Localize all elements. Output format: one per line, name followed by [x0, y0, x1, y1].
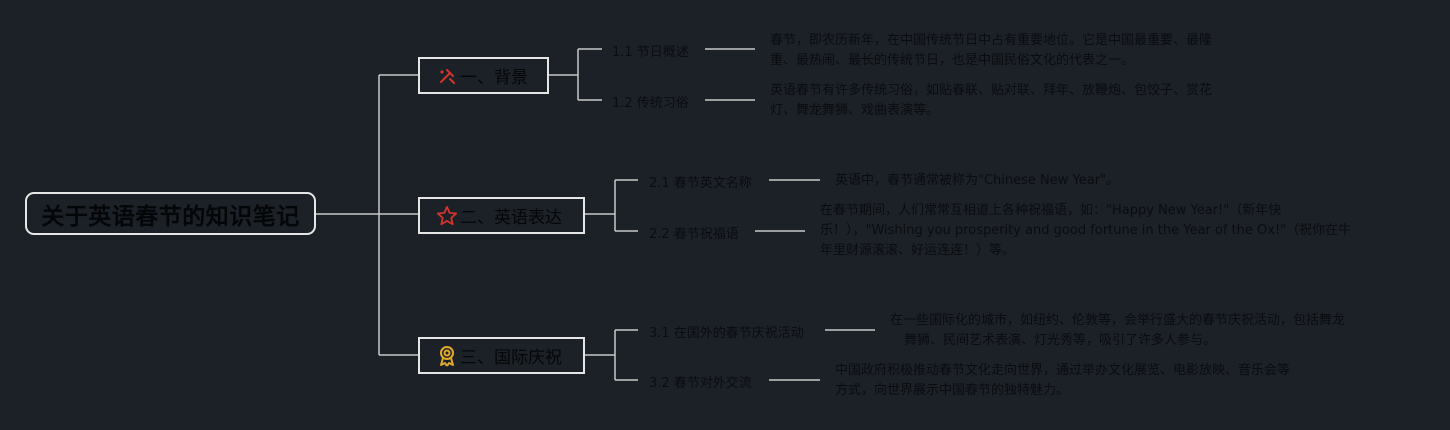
desc-line: 灯、舞龙舞狮、戏曲表演等。 [770, 103, 940, 118]
root-title: 关于英语春节的知识笔记 [41, 203, 300, 230]
leaf-overseas-celebrations[interactable]: 3.1 在国外的春节庆祝活动 [649, 326, 804, 341]
desc-line: 乐！），"Wishing you prosperity and good for… [820, 223, 1352, 238]
desc-overseas-celebrations: 在一些国际化的城市，如纽约、伦敦等，会举行盛大的春节庆祝活动，包括舞龙 舞狮、民… [890, 311, 1345, 351]
branch-node-english-expressions[interactable]: 二、英语表达 [418, 197, 585, 234]
desc-line: 英语春节有许多传统习俗，如贴春联、贴对联、拜年、放鞭炮、包饺子、赏花 [770, 83, 1213, 98]
leaf-festival-overview[interactable]: 1.1 节日概述 [612, 45, 689, 60]
desc-cultural-exchange: 中国政府积极推动春节文化走向世界，通过举办文化展览、电影放映、音乐会等 方式，向… [835, 361, 1290, 401]
leaf-traditional-customs[interactable]: 1.2 传统习俗 [612, 96, 689, 111]
branch-node-background[interactable]: 一、背景 [418, 57, 549, 94]
branch-label: 三、国际庆祝 [460, 348, 562, 368]
branch-label: 二、英语表达 [460, 208, 562, 228]
desc-line: 中国政府积极推动春节文化走向世界，通过举办文化展览、电影放映、音乐会等 [835, 363, 1291, 378]
desc-greetings: 在春节期间，人们常常互相道上各种祝福语，如："Happy New Year!"（… [820, 201, 1351, 261]
tools-icon [436, 65, 458, 87]
desc-line: 方式，向世界展示中国春节的独特魅力。 [835, 383, 1070, 398]
desc-english-name: 英语中，春节通常被称为"Chinese New Year"。 [835, 171, 1119, 191]
desc-line: 重、最热闹、最长的传统节日，也是中国民俗文化的代表之一。 [770, 53, 1135, 68]
star-icon [436, 205, 458, 227]
desc-line: 在春节期间，人们常常互相道上各种祝福语，如："Happy New Year!"（… [820, 203, 1282, 218]
branch-node-international-celebration[interactable]: 三、国际庆祝 [418, 337, 585, 374]
award-icon [436, 345, 458, 367]
desc-festival-overview: 春节，即农历新年，在中国传统节日中占有重要地位。它是中国最重要、最隆 重、最热闹… [770, 31, 1212, 71]
branch-label: 一、背景 [460, 68, 528, 88]
desc-line: 春节，即农历新年，在中国传统节日中占有重要地位。它是中国最重要、最隆 [770, 33, 1213, 48]
leaf-english-name[interactable]: 2.1 春节英文名称 [649, 176, 752, 191]
desc-line: 年里财源滚滚、好运连连！）等。 [820, 243, 1016, 258]
desc-line: 英语中，春节通常被称为"Chinese New Year"。 [835, 173, 1120, 188]
desc-line: 在一些国际化的城市，如纽约、伦敦等，会举行盛大的春节庆祝活动，包括舞龙 [890, 313, 1346, 328]
desc-line: 舞狮、民间艺术表演、灯光秀等，吸引了许多人参与。 [904, 333, 1217, 348]
root-node[interactable]: 关于英语春节的知识笔记 [25, 192, 316, 235]
leaf-cultural-exchange[interactable]: 3.2 春节对外交流 [649, 376, 752, 391]
desc-traditional-customs: 英语春节有许多传统习俗，如贴春联、贴对联、拜年、放鞭炮、包饺子、赏花 灯、舞龙舞… [770, 81, 1212, 121]
leaf-greetings[interactable]: 2.2 春节祝福语 [649, 227, 739, 242]
